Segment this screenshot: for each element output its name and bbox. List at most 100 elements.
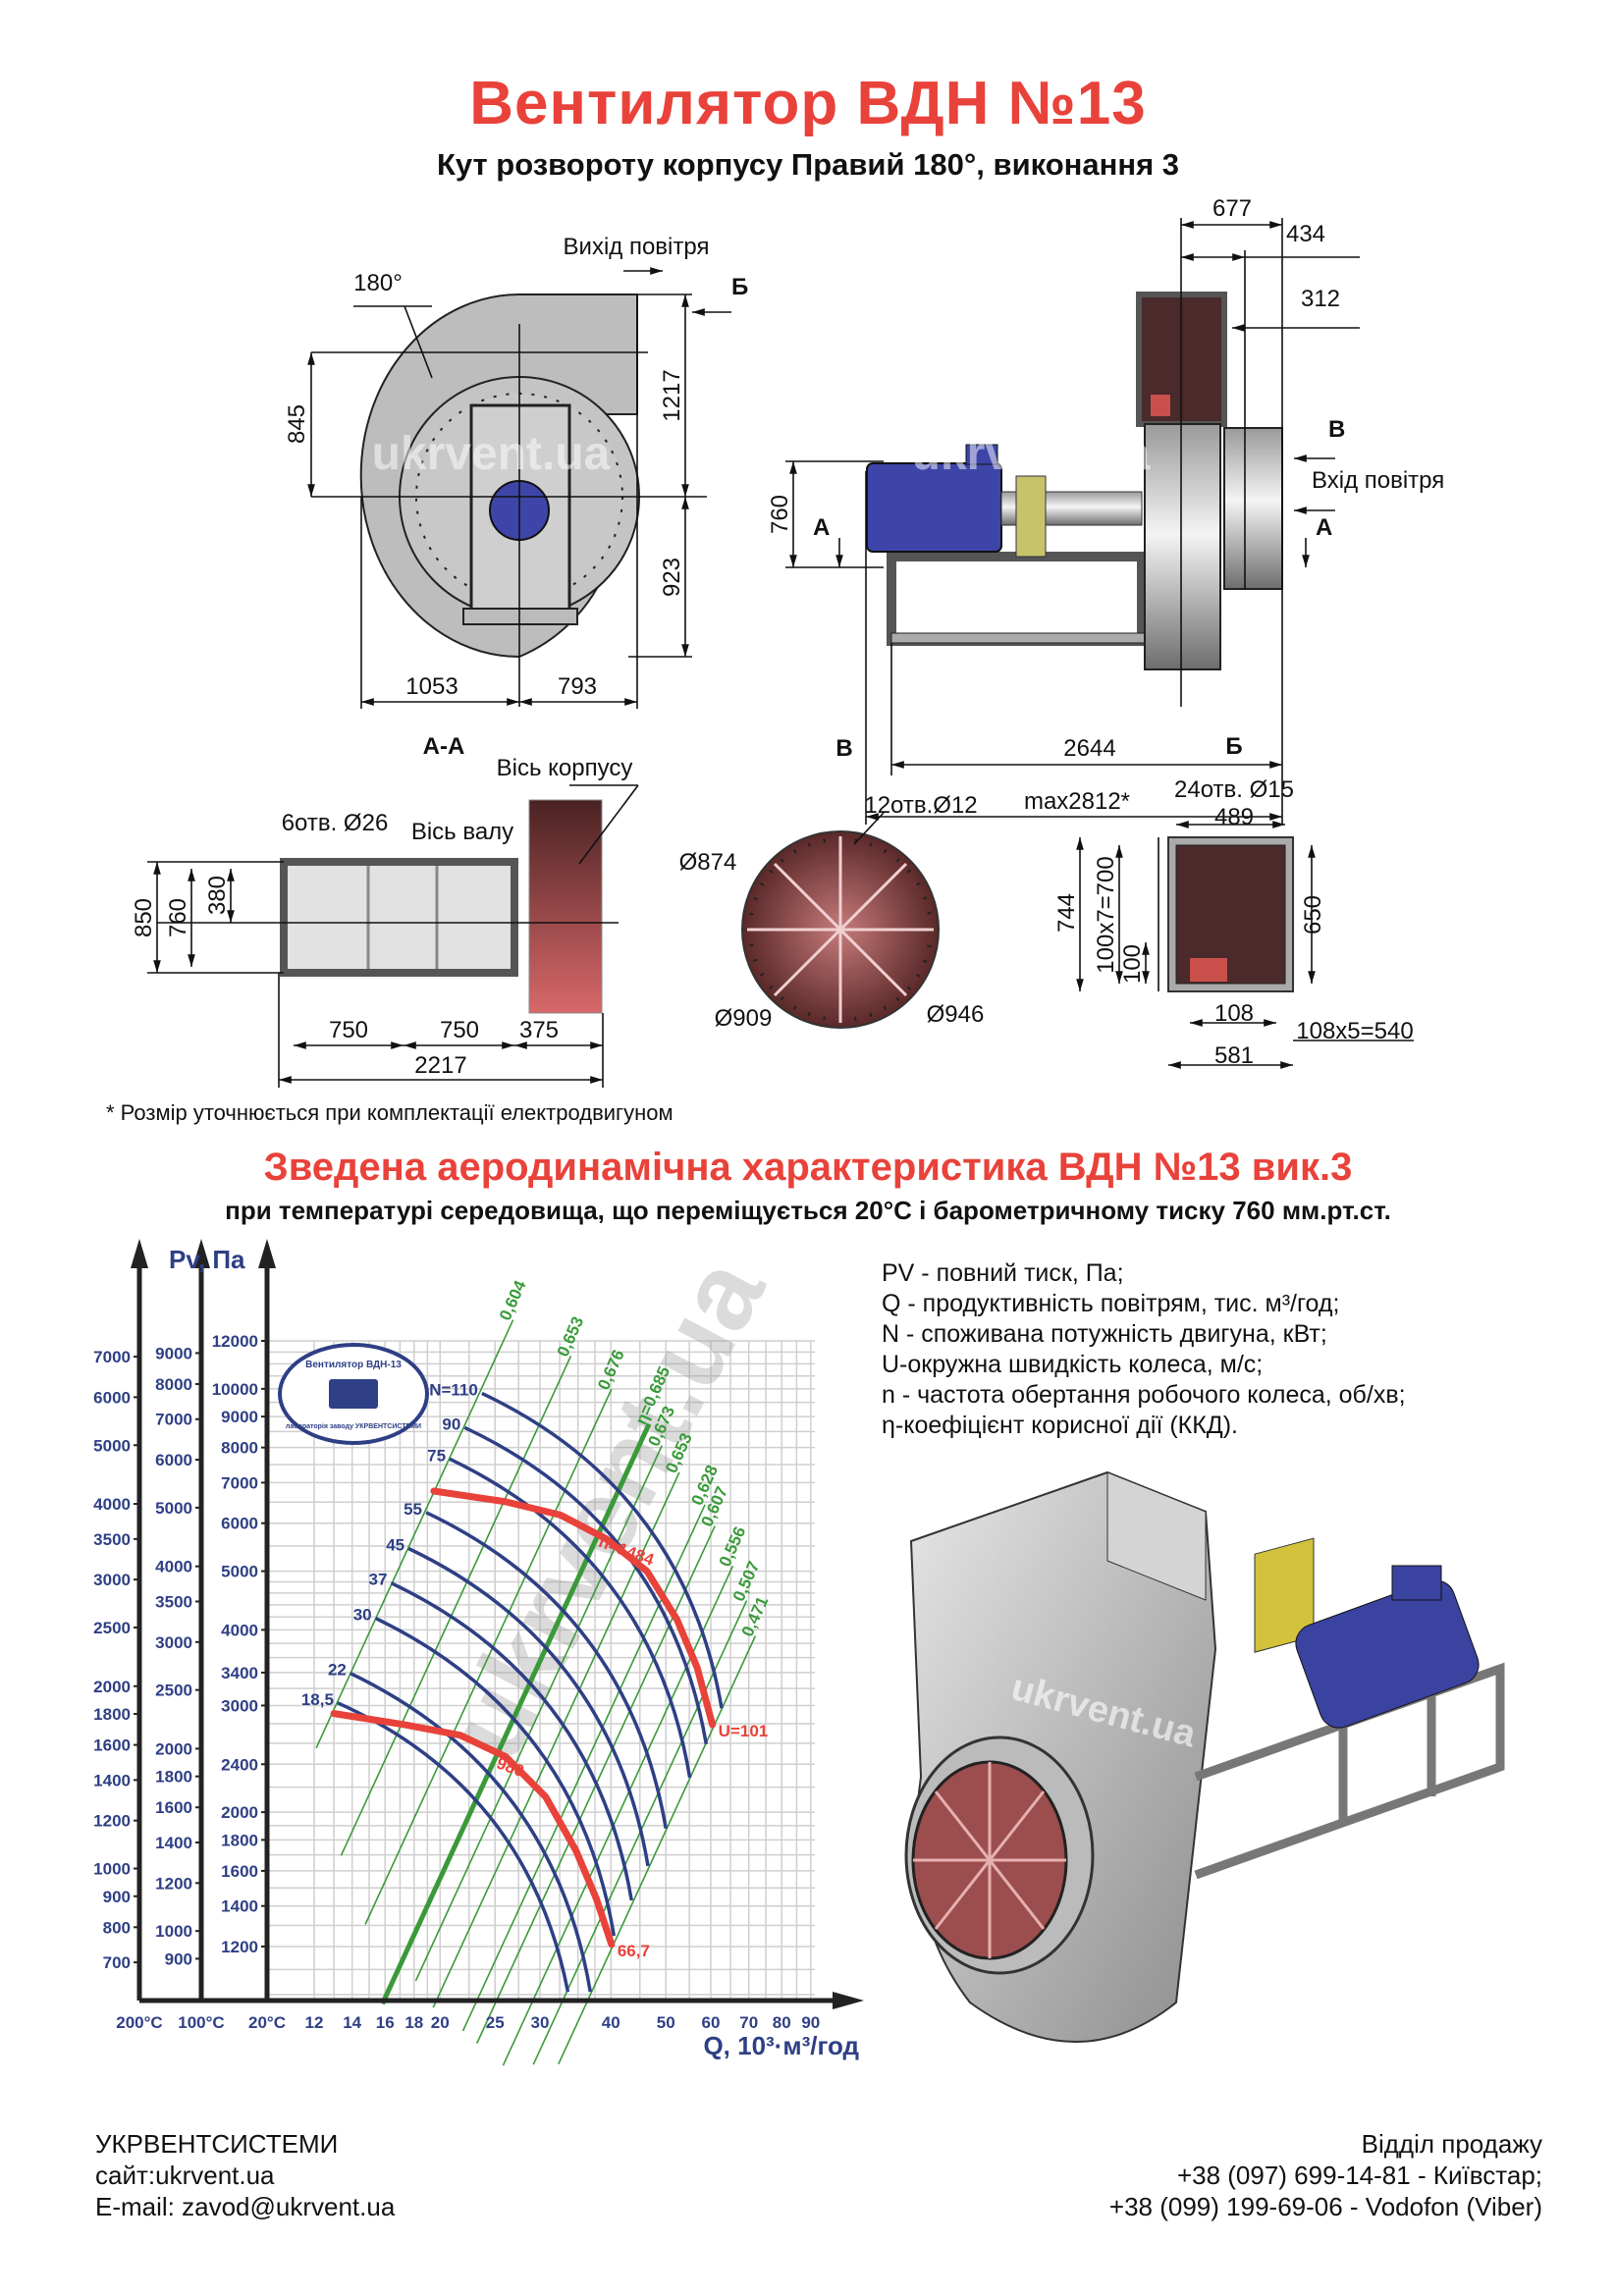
footer-sales: Відділ продажу +38 (097) 699-14-81 - Киї…: [1109, 2128, 1542, 2222]
motor-icon: [1295, 1565, 1480, 1729]
y-tick-label: 2500: [93, 1619, 131, 1637]
holes-label: 6отв. Ø26: [282, 810, 389, 836]
y-tick-label: 3500: [93, 1530, 131, 1549]
efficiency-label: 0,604: [496, 1277, 530, 1323]
y-axis-arrow-icon: [192, 1239, 210, 1268]
power-curve-label: 18,5: [301, 1690, 334, 1709]
x-tick-label: 18: [404, 2013, 423, 2032]
section-v-drawing: В 12отв.Ø12 Ø874 Ø909 Ø946: [679, 735, 985, 1032]
dim-d874: Ø874: [679, 849, 737, 876]
page-title: Вентилятор ВДН №13: [469, 70, 1147, 137]
section-b-marker-side: Б: [1225, 733, 1242, 760]
efficiency-line: [461, 1504, 706, 2032]
y-tick-label: 1800: [221, 1831, 258, 1849]
legend-item: η-коефіцієнт корисної дії (ККД).: [882, 1412, 1238, 1439]
section-aa-title: А-А: [423, 733, 465, 760]
x-tick-label: 70: [739, 2013, 758, 2032]
y-tick-label: 3500: [155, 1592, 192, 1611]
power-curve: [337, 1701, 570, 1993]
legend-item: n - частота обертання робочого колеса, о…: [882, 1381, 1406, 1409]
dim-744: 744: [1053, 893, 1080, 933]
legend-item: Q - продуктивність повітрям, тис. м³/год…: [882, 1290, 1340, 1317]
axis-temperature-label: 20°C: [248, 2013, 286, 2032]
x-axis-arrow-icon: [833, 1992, 864, 2009]
efficiency-line: [315, 1319, 514, 1749]
x-tick-label: 16: [376, 2013, 395, 2032]
section-v-marker: В: [1328, 416, 1345, 443]
watermark: ukrvent.ua: [372, 428, 611, 480]
y-tick-label: 4000: [155, 1558, 192, 1576]
chart-legend: PV - повний тиск, Па; Q - продуктивність…: [882, 1258, 1406, 1441]
chart-logo: Вентилятор ВДН-13 лабораторія заводу УКР…: [278, 1343, 429, 1445]
y-tick-label: 4000: [221, 1621, 258, 1639]
website-link[interactable]: сайт:ukrvent.ua: [95, 2161, 275, 2190]
y-tick-label: 9000: [221, 1408, 258, 1426]
efficiency-line: [380, 1422, 652, 2005]
x-tick-label: 60: [702, 2013, 721, 2032]
y-tick-label: 1600: [93, 1736, 131, 1755]
holes-b-label: 24отв. Ø15: [1174, 776, 1294, 803]
axis-temperature-label: 200°C: [116, 2013, 162, 2032]
power-curve: [350, 1672, 593, 1993]
section-aa-drawing: А-А Вісь корпусу 6отв. Ø26 Вісь валу 850…: [131, 733, 639, 1088]
chart-heading: Зведена аеродинамічна характеристика ВДН…: [263, 1146, 1353, 1189]
phone-kyivstar[interactable]: +38 (097) 699-14-81 - Київстар;: [1176, 2161, 1542, 2190]
y-tick-label: 700: [103, 1953, 131, 1972]
dim-845: 845: [284, 404, 310, 444]
aerodynamic-chart: Вентилятор ВДН-13 лабораторія заводу УКР…: [93, 1239, 864, 2066]
page-subtitle: Кут розвороту корпусу Правий 180°, викон…: [436, 147, 1180, 182]
y-tick-label: 7000: [221, 1473, 258, 1492]
dim-108x5: 108x5=540: [1296, 1018, 1413, 1044]
power-curve-label: 22: [328, 1661, 347, 1680]
efficiency-line: [364, 1388, 613, 1925]
y-tick-label: 1000: [93, 1860, 131, 1879]
y-tick-label: 5000: [221, 1563, 258, 1581]
power-curve-label: 45: [386, 1535, 404, 1554]
x-tick-label: 20: [431, 2013, 450, 2032]
inlet-label: Вхід повітря: [1312, 467, 1444, 494]
y-tick-label: 3000: [155, 1633, 192, 1652]
footer-contacts: УКРВЕНТСИСТЕМИ сайт:ukrvent.ua E-mail: z…: [95, 2128, 395, 2222]
phone-vodafone[interactable]: +38 (099) 199-69-06 - Vodofon (Viber): [1108, 2192, 1542, 2221]
tip-speed-label: 66,7: [618, 1942, 650, 1960]
shaft-axis-label: Вісь валу: [411, 819, 513, 845]
dim-581: 581: [1214, 1042, 1254, 1069]
efficiency-line: [340, 1356, 572, 1856]
housing-axis-label: Вісь корпусу: [497, 755, 633, 781]
plot-area: [267, 1341, 815, 2001]
y-axis-label: Pv, Па: [169, 1245, 245, 1274]
y-tick-label: 2000: [93, 1678, 131, 1696]
dim-1053: 1053: [405, 673, 458, 700]
legend-item: PV - повний тиск, Па;: [882, 1259, 1124, 1287]
y-tick-label: 7000: [93, 1348, 131, 1366]
y-tick-label: 6000: [155, 1451, 192, 1469]
dim-max2812: max2812*: [1024, 788, 1130, 815]
y-tick-label: 2500: [155, 1682, 192, 1700]
dim-677: 677: [1212, 195, 1252, 222]
dim-650: 650: [1300, 895, 1326, 934]
tip-speed-label: U=101: [719, 1722, 769, 1740]
dim-d909: Ø909: [715, 1005, 773, 1032]
footnote: * Розмір уточнюється при комплектації ел…: [106, 1100, 673, 1125]
power-curve: [390, 1581, 634, 1901]
speed-curve: [330, 1710, 616, 1949]
y-tick-label: 6000: [221, 1515, 258, 1533]
section-a-left-marker: А: [813, 514, 830, 541]
email-link[interactable]: E-mail: zavod@ukrvent.ua: [95, 2192, 396, 2221]
y-tick-label: 2000: [155, 1739, 192, 1758]
dim-750-b: 750: [440, 1017, 479, 1043]
y-tick-label: 900: [103, 1888, 131, 1906]
y-tick-label: 3000: [93, 1571, 131, 1589]
y-tick-label: 1200: [221, 1938, 258, 1956]
section-b-marker: Б: [731, 274, 748, 300]
x-tick-label: 30: [531, 2013, 550, 2032]
y-tick-label: 1600: [221, 1862, 258, 1881]
section-b-drawing: 24отв. Ø15 489 744 100x7=700 100 650 108…: [1053, 776, 1414, 1069]
y-tick-label: 5000: [93, 1436, 131, 1455]
dim-750-a: 750: [329, 1017, 368, 1043]
dim-2644: 2644: [1063, 735, 1115, 762]
power-curve-label: 30: [353, 1606, 372, 1625]
y-tick-label: 2400: [221, 1755, 258, 1774]
power-curve-label: 55: [404, 1500, 422, 1519]
dim-760: 760: [767, 495, 793, 534]
